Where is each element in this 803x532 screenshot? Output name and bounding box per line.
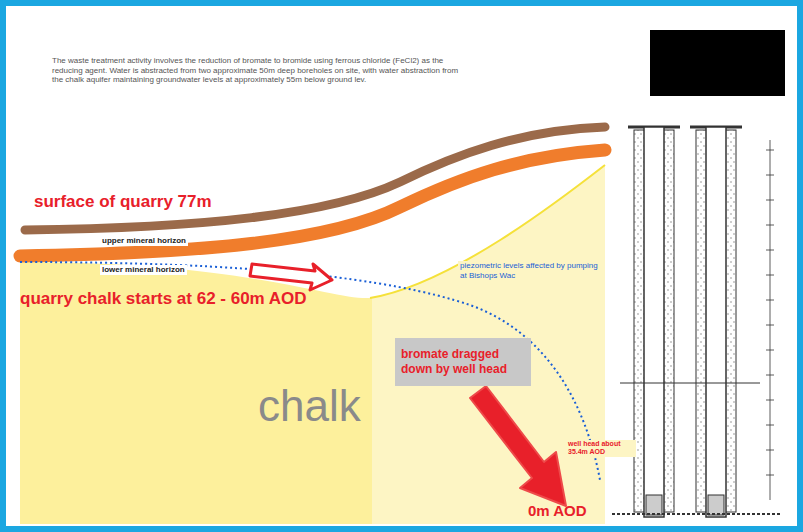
horizon-label: lower mineral horizon [100,265,187,275]
chalk-face [372,165,605,524]
drawdown-arrow [470,386,566,506]
datum-label: 0m AOD [528,502,587,520]
well-head-level: well head about 35.4m AOD [566,440,636,457]
callout-text: bromate dragged down by well head [401,347,525,377]
chalk-region [20,165,605,524]
horizon-label: upper mineral horizon [100,236,188,246]
upper-horizon-band [25,127,605,230]
chalk-surface-line [370,165,605,298]
piezometric-note: piezometric levels affected by pumping a… [458,261,602,280]
lower-horizon-band [20,150,605,256]
borehole-drawings [612,127,780,517]
callout-box: bromate dragged down by well head [395,338,531,386]
chalk-level: quarry chalk starts at 62 - 60m AOD [20,289,307,309]
intro-note: The waste treatment activity involves th… [52,56,462,85]
frame [3,3,800,529]
rock-label: chalk [258,380,361,433]
flow-arrow [250,264,332,290]
redaction-block [650,30,785,96]
surface-level: surface of quarry 77m [34,192,212,212]
